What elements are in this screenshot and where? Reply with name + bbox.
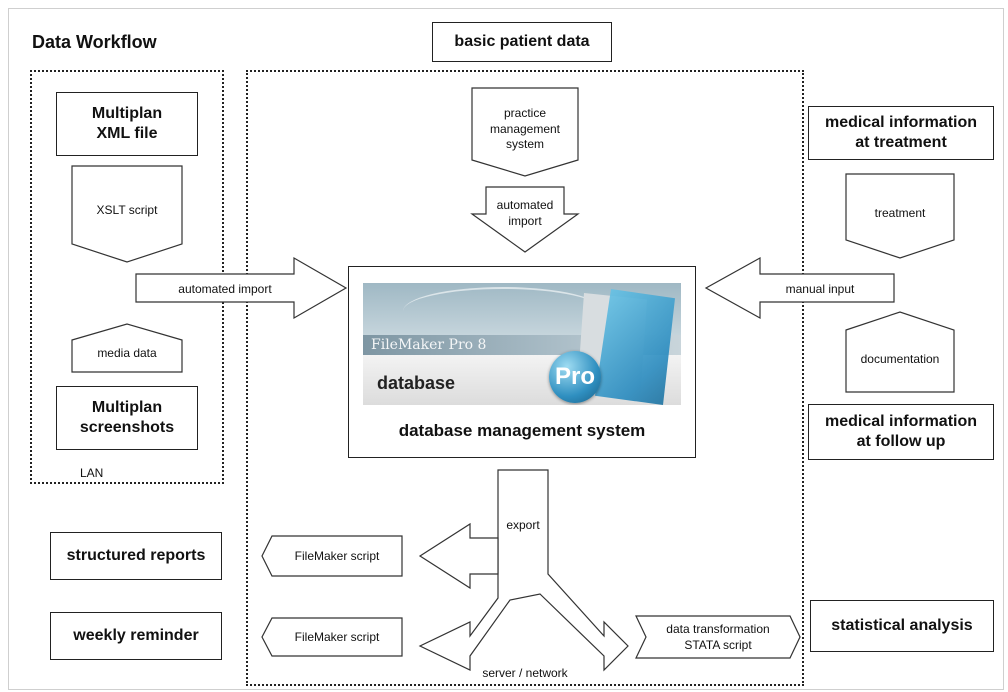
filemaker-script-shape-2 [261, 617, 403, 657]
lan-label: LAN [80, 466, 104, 480]
data-transformation-shape [635, 615, 801, 659]
database-management-system-box: FileMaker Pro 8 database Pro database ma… [348, 266, 696, 458]
filemaker-script-label-1: FileMaker script [294, 549, 380, 563]
documentation-label: documentation [860, 352, 940, 366]
media-data-label: media data [97, 346, 157, 360]
export-arrow-shape [418, 469, 629, 672]
practice-management-shape [471, 87, 579, 177]
treatment-label: treatment [874, 206, 926, 220]
treatment-shape [845, 173, 955, 259]
statistical-analysis-box: statistical analysis [810, 600, 994, 652]
xslt-script-label: XSLT script [96, 203, 158, 217]
decorative-curve [403, 287, 603, 335]
filemaker-script-shape-1 [261, 535, 403, 577]
export-upper-branch [418, 522, 499, 590]
pro-badge-icon: Pro [549, 351, 601, 403]
basic-patient-data-box: basic patient data [432, 22, 612, 62]
automated-import-down-arrow [470, 186, 580, 253]
server-network-label: server / network [482, 666, 568, 680]
filemaker-image: FileMaker Pro 8 database Pro [363, 283, 681, 405]
export-label: export [506, 518, 540, 532]
dbms-caption: database management system [398, 421, 646, 440]
manual-input-label: manual input [785, 282, 855, 296]
manual-input-arrow [704, 256, 895, 320]
multiplan-xml-box: Multiplan XML file [56, 92, 198, 156]
structured-reports-box: structured reports [50, 532, 222, 580]
documentation-shape [845, 311, 955, 393]
weekly-reminder-box: weekly reminder [50, 612, 222, 660]
filemaker-product-name: FileMaker Pro 8 [371, 337, 487, 353]
database-label: database [377, 373, 456, 393]
server-region [246, 70, 804, 686]
media-data-shape [71, 323, 183, 373]
automated-import-right-arrow [135, 256, 348, 320]
diagram-frame [8, 8, 1004, 690]
multiplan-screenshots-box: Multiplan screenshots [56, 386, 198, 450]
xslt-script-shape [71, 165, 183, 263]
medical-info-followup-box: medical information at follow up [808, 404, 994, 460]
practice-management-label: practice management system [489, 106, 561, 152]
filemaker-folder-icon [595, 289, 675, 405]
diagram-title: Data Workflow [32, 32, 157, 52]
data-transformation-label: data transformation STATA script [666, 622, 770, 652]
automated-import-right-label: automated import [178, 282, 272, 296]
filemaker-script-label-2: FileMaker script [294, 630, 380, 644]
medical-info-treatment-box: medical information at treatment [808, 106, 994, 160]
automated-import-down-label: automated import [496, 198, 554, 228]
